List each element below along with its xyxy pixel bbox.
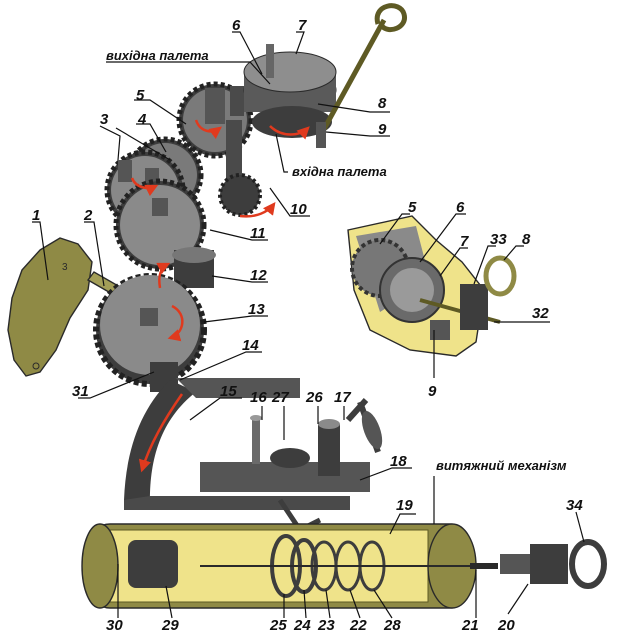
label-8-main: 8 [378, 95, 387, 112]
pin-9 [316, 122, 326, 148]
gear-13 [93, 273, 207, 387]
label-20: 20 [497, 617, 515, 634]
ring-34 [569, 539, 607, 589]
spring-wire-8 [315, 3, 407, 142]
label-18: 18 [390, 453, 407, 470]
shaft-10 [218, 120, 262, 217]
lever-assembly [200, 397, 383, 534]
nut-20 [500, 544, 568, 584]
label-7-inset: 7 [460, 233, 469, 250]
label-32: 32 [532, 305, 549, 322]
label-12: 12 [250, 267, 267, 284]
label-15: 15 [220, 383, 237, 400]
label-30: 30 [106, 617, 123, 634]
caption-entry-pallet: вхідна палета [292, 164, 387, 179]
gear-12 [172, 247, 216, 288]
label-21: 21 [461, 617, 479, 634]
label-33: 33 [490, 231, 507, 248]
label-26: 26 [305, 389, 323, 406]
label-27: 27 [271, 389, 289, 406]
label-5-inset: 5 [408, 199, 417, 216]
label-14: 14 [242, 337, 259, 354]
label-9-inset: 9 [428, 383, 437, 400]
label-25: 25 [269, 617, 287, 634]
label-34: 34 [566, 497, 583, 514]
part-1-plate: 3 [7, 237, 93, 377]
inset-escapement-view [347, 215, 517, 357]
label-31: 31 [72, 383, 89, 400]
label-11: 11 [250, 225, 266, 242]
label-22: 22 [349, 617, 367, 634]
gear-11 [113, 178, 207, 272]
label-5-main: 5 [136, 87, 145, 104]
label-6-inset: 6 [456, 199, 465, 216]
leader-lines [32, 31, 585, 619]
label-3: 3 [100, 111, 109, 128]
label-6-main: 6 [232, 17, 241, 34]
label-2: 2 [83, 207, 93, 224]
label-16: 16 [250, 389, 267, 406]
part-labels: 1 2 3 4 5 6 7 8 9 10 11 12 13 14 15 16 1… [32, 17, 583, 634]
label-17: 17 [334, 389, 351, 406]
label-29: 29 [161, 617, 179, 634]
label-24: 24 [293, 617, 311, 634]
svg-text:3: 3 [62, 262, 68, 273]
caption-pull-mechanism: витяжний механізм [436, 458, 567, 473]
label-19: 19 [396, 497, 413, 514]
label-28: 28 [383, 617, 401, 634]
label-1: 1 [32, 207, 40, 224]
label-10: 10 [290, 201, 307, 218]
rod-21 [470, 563, 498, 569]
label-13: 13 [248, 301, 265, 318]
caption-exit-pallet: вихідна палета [106, 48, 209, 63]
label-8-inset: 8 [522, 231, 531, 248]
tube-19 [81, 523, 477, 609]
label-7-main: 7 [298, 17, 307, 34]
label-4: 4 [137, 111, 147, 128]
label-23: 23 [317, 617, 335, 634]
motion-arrows [130, 119, 310, 473]
label-9-main: 9 [378, 121, 387, 138]
